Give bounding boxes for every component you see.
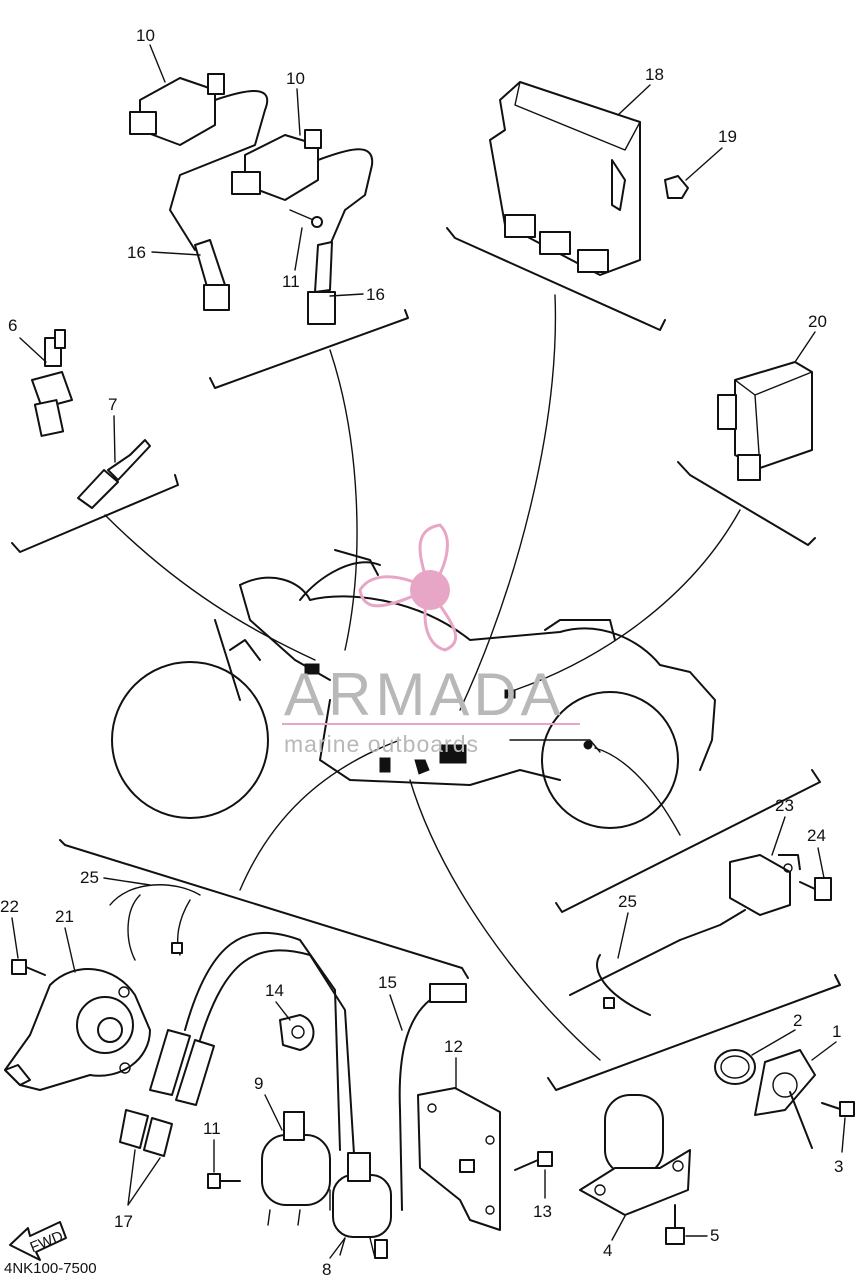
watermark-tagline: marine outboards (284, 731, 479, 757)
part-label: 13 (533, 1202, 552, 1221)
solenoid (579, 1094, 691, 1216)
part-label: 10 (136, 26, 155, 45)
part-label: 3 (834, 1157, 843, 1176)
part-label: 16 (366, 285, 385, 304)
part-label: 4 (603, 1241, 612, 1260)
part-label: 10 (286, 69, 305, 88)
watermark: ARMADA marine outboards (282, 523, 580, 757)
clamp (279, 1014, 315, 1051)
part-label: 11 (282, 272, 300, 291)
ignition-coil-9 (261, 1111, 331, 1226)
sensor-lead (569, 939, 681, 1016)
sensor-screw (821, 1101, 855, 1117)
fwd-label: FWD (28, 1228, 66, 1257)
plug-leads (119, 931, 356, 1171)
sensor-bolt (799, 877, 832, 901)
fwd-arrow-icon: FWD (9, 1221, 67, 1261)
part-label: 12 (444, 1037, 463, 1056)
part-label: 17 (114, 1212, 133, 1231)
part-label: 16 (127, 243, 146, 262)
part-label: 5 (710, 1226, 719, 1245)
o-ring (714, 1049, 756, 1085)
horn (4, 968, 151, 1091)
part-label: 2 (793, 1011, 802, 1030)
ecu-bolt (664, 175, 689, 199)
ignition-coil-upper (129, 73, 268, 311)
speed-sensor (679, 854, 801, 941)
horn-bolt (11, 959, 46, 976)
part-label: 25 (618, 892, 637, 911)
part-label: 22 (0, 897, 19, 916)
watermark-brand: ARMADA (284, 661, 565, 728)
bracket-bolt (514, 1151, 553, 1171)
part-label: 21 (55, 907, 74, 926)
part-label: 9 (254, 1074, 263, 1093)
motorcycle-outline (111, 549, 716, 829)
part-labels: 10 10 16 11 16 18 19 20 6 7 25 22 21 14 … (0, 26, 846, 1276)
leader-lines (104, 294, 741, 1061)
part-label: 18 (645, 65, 664, 84)
ignition-coil-8 (332, 1152, 392, 1259)
bracket (417, 1087, 501, 1231)
part-label: 24 (807, 826, 826, 845)
part-label: 20 (808, 312, 827, 331)
ecu-unit (489, 81, 641, 276)
wire-lead (398, 983, 467, 1211)
part-label: 6 (8, 316, 17, 335)
solenoid-bolt (665, 1204, 685, 1245)
position-sensor (754, 1049, 816, 1149)
coil-bolt (207, 1173, 241, 1189)
part-label: 14 (265, 981, 284, 1000)
part-label: 8 (322, 1260, 331, 1276)
part-label: 7 (108, 395, 117, 414)
thermo-switch (31, 329, 73, 437)
temperature-sensor (77, 439, 151, 509)
ignition-coil-lower (231, 129, 374, 325)
part-label: 19 (718, 127, 737, 146)
callout-brackets (11, 227, 841, 1091)
diagram-code: 4NK100-7500 (4, 1260, 97, 1276)
propeller-logo-icon (358, 523, 458, 652)
part-label: 25 (80, 868, 99, 887)
horn-lead (109, 884, 201, 961)
part-label: 11 (203, 1119, 221, 1138)
part-label: 1 (832, 1022, 841, 1041)
part-label: 23 (775, 796, 794, 815)
part-label: 15 (378, 973, 397, 992)
relay (717, 361, 813, 481)
